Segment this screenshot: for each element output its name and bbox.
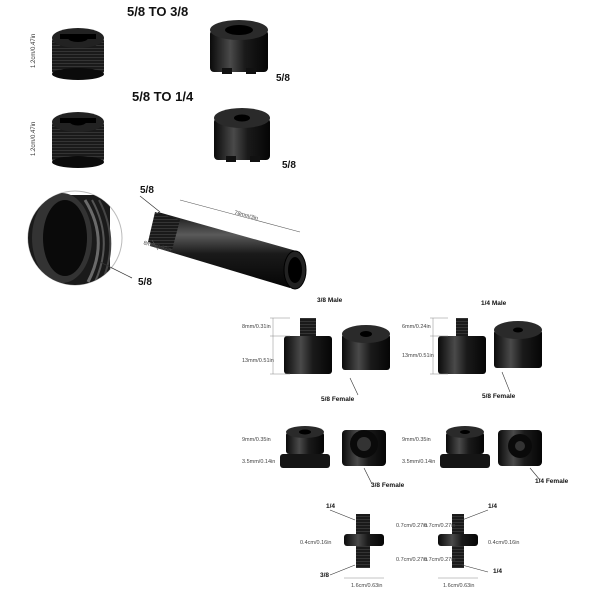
label-14-male: 1/4 Male [481,300,507,307]
dim-f4: 1.6cm/0.63in [443,583,475,589]
dim-b1: 6mm/0.24in [402,324,431,330]
label-58-female-a: 5/8 Female [321,396,355,403]
dim-b2: 13mm/0.51in [402,353,434,359]
label-14-female: 1/4 Female [535,478,569,485]
dim-a1: 8mm/0.31in [242,324,271,330]
label-thread-top-b: 5/8 [282,160,296,171]
label-14-b: 1/4 [488,503,498,510]
dim-e1: 0.7cm/0.27in [396,523,428,529]
dim-c2: 3.5mm/0.14in [242,459,276,465]
label-thread-tube: 5/8 [140,185,154,196]
label-thread-zoom: 5/8 [138,277,152,288]
adapter-knurled-a [210,20,268,74]
dim-e3: 0.7cm/0.27in [396,557,428,563]
adapter-14-female-b [498,430,542,481]
adapter-38-male [270,317,332,375]
adapter-slotted-b [52,112,104,168]
heading-58-to-14: 5/8 TO 1/4 [132,89,194,104]
adapter-knurled-b [214,108,270,162]
adapter-14-female-a [440,426,490,468]
dim-a2: 13mm/0.51in [242,358,274,364]
double-screw-b [438,509,489,579]
adapter-58-female-b [494,321,542,393]
adapter-38-female-b [342,430,386,485]
dim-c1: 9mm/0.35in [242,437,271,443]
adapter-14-male [430,317,486,375]
double-screw-a [329,509,384,579]
label-thread-top-a: 5/8 [276,73,290,84]
label-38: 3/8 [320,572,330,579]
dim-f2: 0.4cm/0.16in [488,540,520,546]
adapter-38-female-a [280,426,330,468]
label-14-c: 1/4 [493,568,503,575]
dim-d2: 3.5mm/0.14in [402,459,436,465]
heading-58-to-38: 5/8 TO 3/8 [127,4,189,19]
adapter-slotted-a [52,28,104,80]
dim-f3: 0.7cm/0.27in [424,557,456,563]
dim-e2: 0.4cm/0.16in [300,540,332,546]
dim-e4: 1.6cm/0.63in [351,583,383,589]
extension-tube [139,195,307,290]
adapter-58-female-a [342,325,390,396]
zoom-detail-circle [27,190,133,286]
label-58-female-b: 5/8 Female [482,393,516,400]
dim-f1: 0.7cm/0.27in [424,523,456,529]
label-38-female: 3/8 Female [371,482,405,489]
label-38-male: 3/8 Male [317,297,343,304]
dim-d1: 9mm/0.35in [402,437,431,443]
dim-height-b: 1.2cm/0.47in [31,121,37,156]
dim-height-a: 1.2cm/0.47in [31,33,37,68]
label-14-a: 1/4 [326,503,336,510]
